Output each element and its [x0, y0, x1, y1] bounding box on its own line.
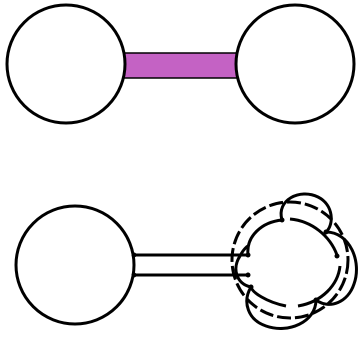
top-figure	[7, 5, 354, 123]
loop-crossing-dot	[314, 298, 319, 303]
top-left-node	[7, 5, 125, 123]
connecting-band	[118, 53, 242, 78]
bottom-figure	[16, 194, 356, 329]
loop-crossing-dot	[335, 254, 340, 259]
bottom-left-node	[16, 206, 134, 324]
loop-crossing-dot	[324, 230, 329, 235]
loop-crossing-dot	[249, 285, 254, 290]
tube-endpoint-dot	[132, 273, 137, 278]
top-right-node	[236, 5, 354, 123]
tube-endpoint-dot	[246, 253, 251, 258]
tube-endpoint-dot	[132, 253, 137, 258]
loop-crossing-dot	[280, 218, 285, 223]
tube-endpoint-dot	[246, 273, 251, 278]
